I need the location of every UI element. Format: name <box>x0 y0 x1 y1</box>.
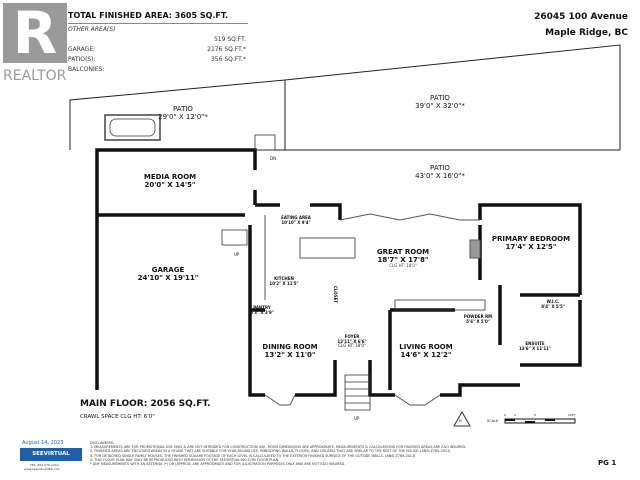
realtor-wordmark: REALTOR <box>3 68 67 84</box>
main-floor-area: MAIN FLOOR: 2056 SQ.FT. <box>80 399 211 409</box>
area-row: BALCONIES: 356 SQ.FT.* <box>68 56 246 75</box>
area-row: PATIO(S): 2176 SQ.FT.* <box>68 46 246 65</box>
area-value: 2176 SQ.FT.* <box>207 46 246 53</box>
divider <box>68 23 248 24</box>
walls <box>95 148 582 397</box>
plan-date: August 14, 2023 <box>22 440 64 446</box>
room-wic: W.I.C.8'4" X 5'5" <box>541 299 565 309</box>
stairs-up-label: UP <box>234 252 240 257</box>
scale-bar <box>504 418 576 424</box>
total-finished-area: TOTAL FINISHED AREA: 3605 SQ.FT. <box>68 11 229 20</box>
realtor-r-mark: R <box>3 3 67 63</box>
scale-tick: 2 <box>514 413 516 417</box>
company-website[interactable]: www.seevirtual360.com <box>24 467 60 471</box>
scale-tick: 0 <box>504 413 506 417</box>
page-number: PG 1 <box>598 459 617 467</box>
interior-details <box>264 213 481 406</box>
stairs-dn-label: DN <box>270 156 277 161</box>
scale-label: SCALE <box>487 419 499 423</box>
patio-outlines <box>69 44 621 151</box>
address-line1: 26045 100 Avenue <box>534 12 628 22</box>
area-row: GARAGE: 519 SQ.FT. <box>68 36 246 55</box>
hot-tub <box>104 114 161 141</box>
crawl-space-height: CRAWL SPACE CLG HT: 6'0" <box>80 414 155 420</box>
stairs <box>221 134 486 411</box>
north-arrow <box>453 410 471 427</box>
room-closet: CLOSET <box>333 285 339 304</box>
hot-tub-basin <box>109 118 156 137</box>
area-value: 356 SQ.FT.* <box>210 56 246 63</box>
area-value: 519 SQ.FT. <box>213 36 246 43</box>
other-areas-heading: OTHER AREA(S) <box>68 26 116 33</box>
disclaimers: DISCLAIMERS: 1. MEASUREMENTS ARE FOR PRO… <box>90 441 467 467</box>
company-tel: TEL: 604-575-1244 <box>30 463 59 467</box>
seevirtual-logo: SEEVIRTUAL <box>20 448 82 461</box>
address-line2: Maple Ridge, BC <box>545 28 628 38</box>
area-label: BALCONIES: <box>68 66 105 73</box>
realtor-logo: R REALTOR <box>0 0 70 88</box>
north-label: N <box>459 419 462 423</box>
area-label: GARAGE: <box>68 46 96 53</box>
scale-tick: 5 <box>534 413 536 417</box>
front-stairs-up-label: UP <box>354 416 360 421</box>
scale-tick: 10FT <box>568 413 576 417</box>
area-label: PATIO(S): <box>68 56 96 63</box>
